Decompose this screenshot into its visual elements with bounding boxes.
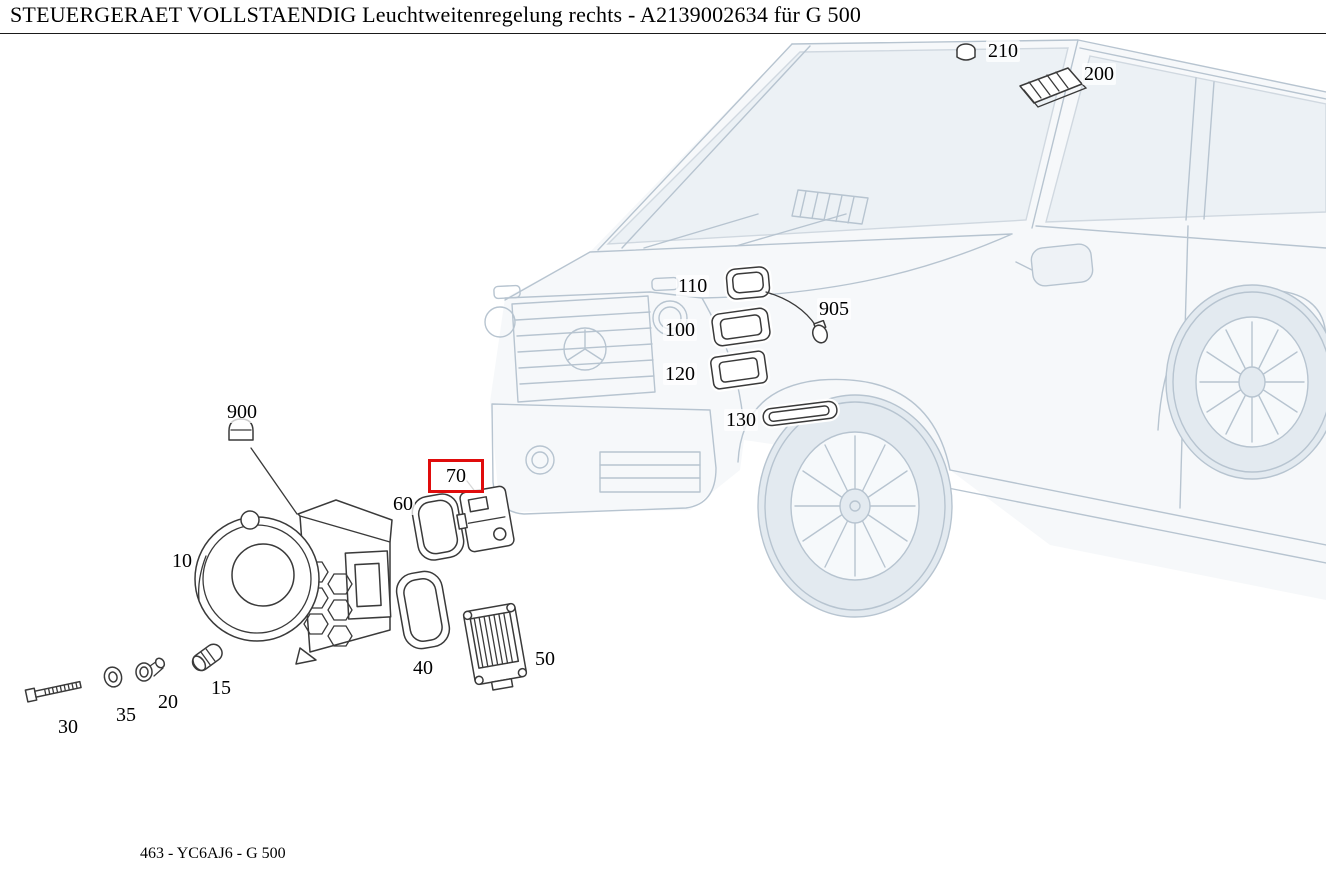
part-drawing-70[interactable] bbox=[453, 485, 515, 553]
side-windows bbox=[1045, 55, 1326, 223]
part-label-30[interactable]: 30 bbox=[56, 716, 80, 738]
part-label-210[interactable]: 210 bbox=[986, 40, 1020, 62]
page-title: STEUERGERAET VOLLSTAENDIG Leuchtweitenre… bbox=[10, 2, 862, 27]
hood-vent bbox=[791, 189, 869, 225]
side-mirror bbox=[1015, 243, 1094, 287]
part-drawing-905[interactable] bbox=[810, 319, 829, 345]
windshield bbox=[606, 47, 1069, 245]
part-drawing-120[interactable] bbox=[707, 348, 771, 392]
part-label-70[interactable]: 70 bbox=[446, 465, 466, 487]
part-label-50[interactable]: 50 bbox=[533, 648, 557, 670]
part-label-40[interactable]: 40 bbox=[411, 657, 435, 679]
part-label-120[interactable]: 120 bbox=[663, 363, 697, 385]
part-label-15[interactable]: 15 bbox=[209, 677, 233, 699]
part-drawing-20[interactable] bbox=[135, 657, 166, 682]
part-drawing-100[interactable] bbox=[709, 305, 773, 349]
left-indicator bbox=[493, 284, 521, 300]
radiator-grille bbox=[511, 295, 656, 403]
leader-line-905 bbox=[765, 291, 817, 327]
footer-reference: 463 - YC6AJ6 - G 500 bbox=[140, 845, 286, 862]
vehicle-illustration bbox=[484, 39, 1326, 618]
part-label-110[interactable]: 110 bbox=[676, 275, 710, 297]
part-drawing-130[interactable] bbox=[760, 398, 840, 429]
part-label-900[interactable]: 900 bbox=[225, 401, 259, 423]
part-drawing-15[interactable] bbox=[189, 641, 225, 674]
part-label-100[interactable]: 100 bbox=[663, 319, 697, 341]
part-label-10[interactable]: 10 bbox=[170, 550, 194, 572]
page-header: STEUERGERAET VOLLSTAENDIG Leuchtweitenre… bbox=[0, 0, 1326, 34]
part-drawing-30[interactable] bbox=[24, 679, 82, 703]
part-label-60[interactable]: 60 bbox=[391, 493, 415, 515]
highlight-box-part-70[interactable]: 70 bbox=[428, 459, 484, 493]
left-headlight bbox=[484, 306, 516, 338]
part-drawing-110[interactable] bbox=[723, 263, 773, 303]
part-drawing-40[interactable] bbox=[394, 569, 452, 652]
part-label-35[interactable]: 35 bbox=[114, 704, 138, 726]
part-label-905[interactable]: 905 bbox=[817, 298, 851, 320]
part-drawing-60[interactable] bbox=[410, 491, 466, 562]
brand-star-emblem bbox=[563, 327, 607, 371]
part-label-200[interactable]: 200 bbox=[1082, 63, 1116, 85]
part-drawing-35[interactable] bbox=[102, 665, 124, 689]
rear-wheel bbox=[1165, 284, 1326, 480]
leader-line-900 bbox=[250, 447, 298, 515]
part-label-130[interactable]: 130 bbox=[724, 409, 758, 431]
part-drawing-10-headlamp[interactable] bbox=[194, 499, 393, 665]
part-label-20[interactable]: 20 bbox=[156, 691, 180, 713]
front-wheel bbox=[757, 394, 953, 618]
part-drawing-210[interactable] bbox=[956, 43, 976, 61]
part-drawing-50[interactable] bbox=[462, 602, 528, 693]
